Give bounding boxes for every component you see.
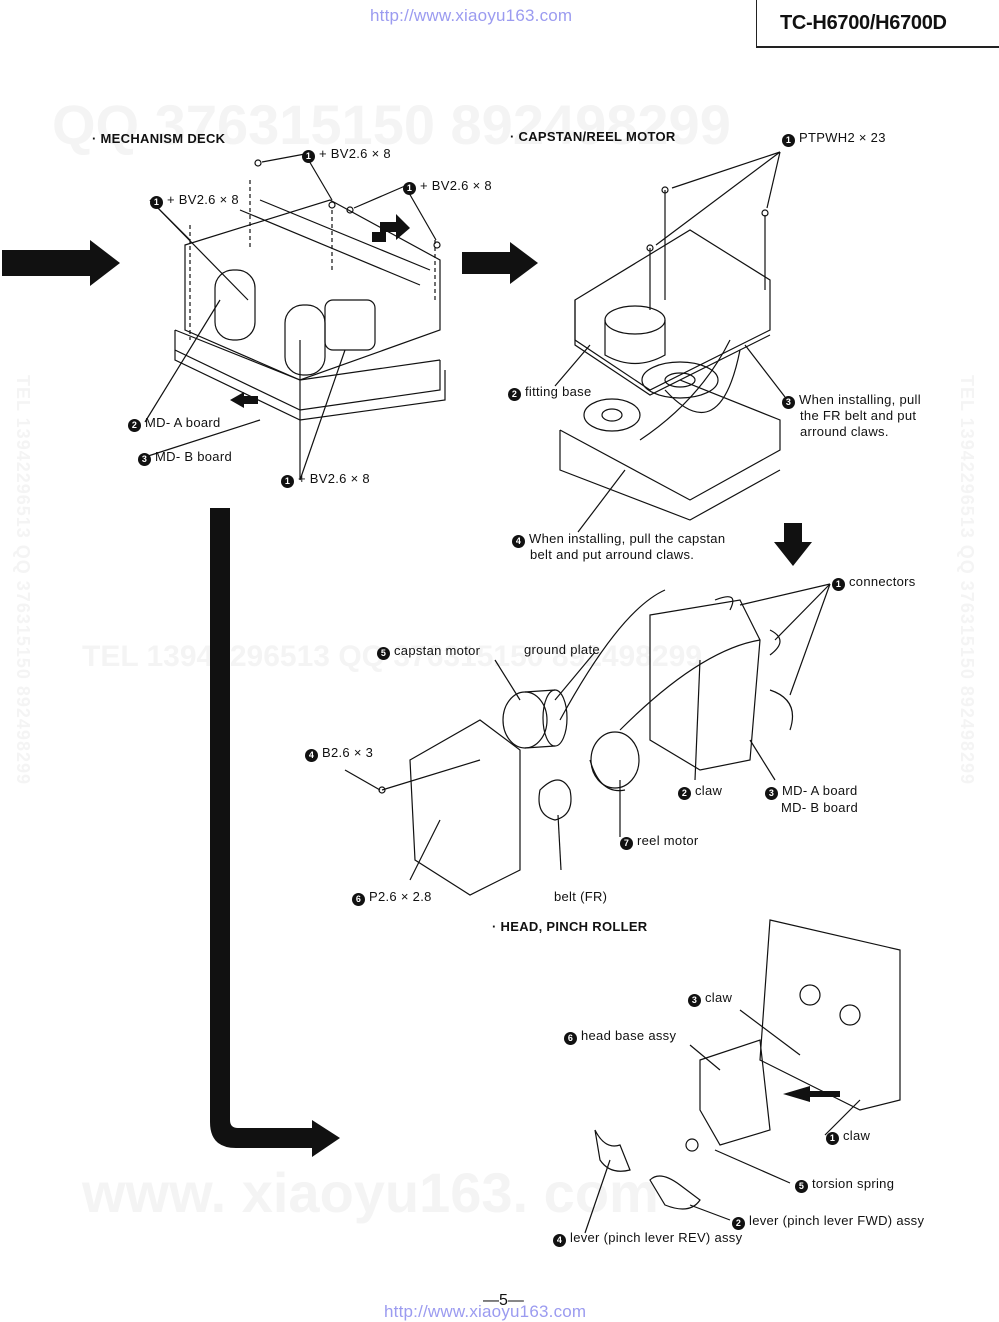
section-title-mechanism-deck: · MECHANISM DECK [92,131,226,146]
watermark-side-left: TEL 13942296513 QQ 376315150 892498299 [13,375,33,785]
callout-belt-fr: belt (FR) [554,889,608,904]
watermark-url-bottom[interactable]: http://www.xiaoyu163.com [384,1302,587,1321]
arrow-right-icon [2,240,120,286]
callout-ground-plate: ground plate [524,642,600,657]
model-title: TC-H6700/H6700D [780,12,947,34]
callout-screw: 1+ BV2.6 × 8 [403,178,492,195]
callout-screw: 1+ BV2.6 × 8 [150,192,239,209]
watermark-side-right: TEL 13942296513 QQ 376315150 892498299 [957,375,977,785]
callout-fr-belt-note-line2: the FR belt and put [800,408,917,423]
watermark-site: www. xiaoyu163. com [82,1161,659,1224]
callout-md-b-board: MD- B board [781,800,858,815]
section-title-capstan-reel-motor: · CAPSTAN/REEL MOTOR [510,129,676,144]
callout-screw: 1+ BV2.6 × 8 [302,146,391,163]
callout-fr-belt-note-line3: arround claws. [800,424,889,439]
watermark-url-top[interactable]: http://www.xiaoyu163.com [370,6,573,25]
section-title-head-pinch-roller: · HEAD, PINCH ROLLER [492,919,648,934]
callout-screw: 1+ BV2.6 × 8 [281,471,370,488]
model-box [756,0,999,48]
watermark-qq: QQ 376315150 892498299 [52,93,731,156]
arrow-right-icon [462,242,538,284]
arrow-l-icon [210,508,340,1157]
arrow-down-icon [774,523,812,566]
callout-capstan-belt-note-line2: belt and put arround claws. [530,547,695,562]
page-number: —5— [483,1292,524,1309]
